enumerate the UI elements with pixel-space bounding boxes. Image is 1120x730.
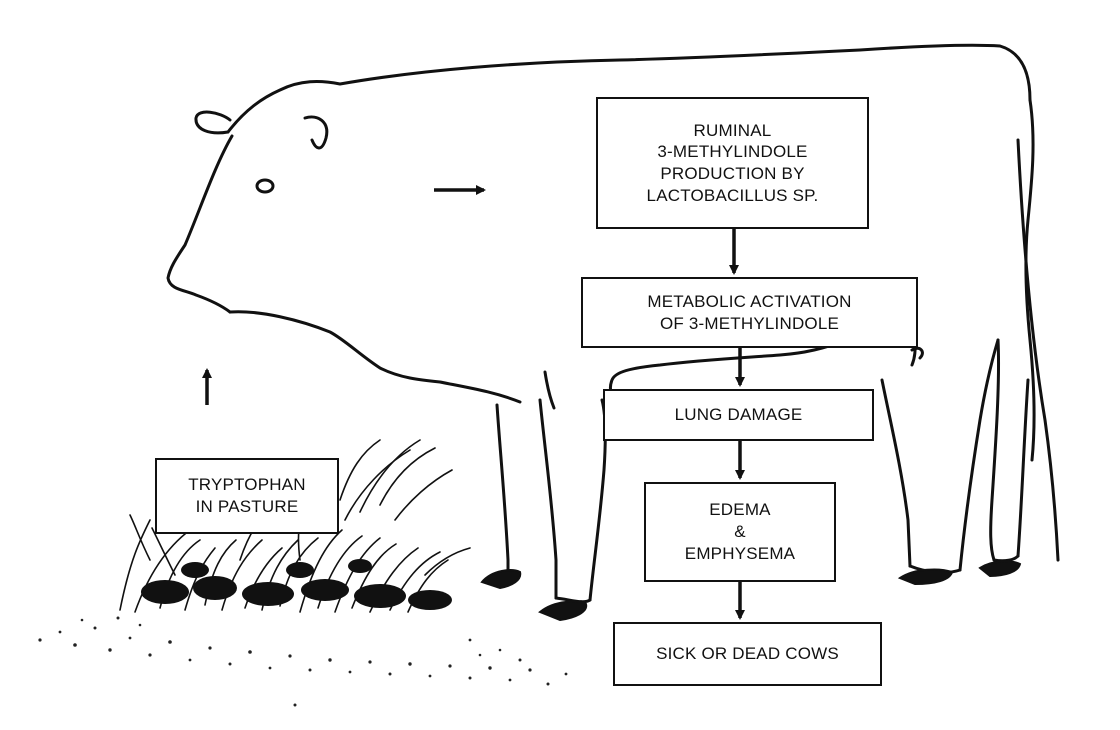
- metabolic-activation-box: METABOLIC ACTIVATION OF 3-METHYLINDOLE: [581, 277, 918, 348]
- ruminal-production-box: RUMINAL 3-METHYLINDOLE PRODUCTION BY LAC…: [596, 97, 869, 229]
- step-4-line-2: &: [734, 522, 746, 542]
- sick-or-dead-cows-box: SICK OR DEAD COWS: [613, 622, 882, 686]
- edema-emphysema-box: EDEMA & EMPHYSEMA: [644, 482, 836, 582]
- step-2-line-1: METABOLIC ACTIVATION: [647, 291, 852, 311]
- ground-texture: [38, 616, 568, 707]
- step-2-line-2: OF 3-METHYLINDOLE: [659, 313, 840, 333]
- pasture-line-2: IN PASTURE: [195, 497, 299, 516]
- step-4-line-1: EDEMA: [709, 500, 771, 520]
- pasture-line-1: TRYPTOPHAN: [188, 475, 306, 495]
- hooves: [480, 560, 1022, 622]
- tryptophan-in-pasture-box: TRYPTOPHAN IN PASTURE: [155, 458, 339, 534]
- step-1-line-4: LACTOBACILLUS SP.: [646, 185, 819, 205]
- flow-arrows: [202, 185, 745, 620]
- step-1-line-2: 3-METHYLINDOLE: [657, 142, 808, 162]
- lung-damage-box: LUNG DAMAGE: [603, 389, 874, 441]
- step-1-line-1: RUMINAL: [693, 120, 772, 140]
- step-1-line-3: PRODUCTION BY: [660, 164, 805, 183]
- step-4-line-3: EMPHYSEMA: [684, 543, 796, 563]
- step-5-line-1: SICK OR DEAD COWS: [656, 644, 839, 664]
- step-3-line-1: LUNG DAMAGE: [674, 405, 803, 425]
- grass-tufts: [141, 559, 452, 610]
